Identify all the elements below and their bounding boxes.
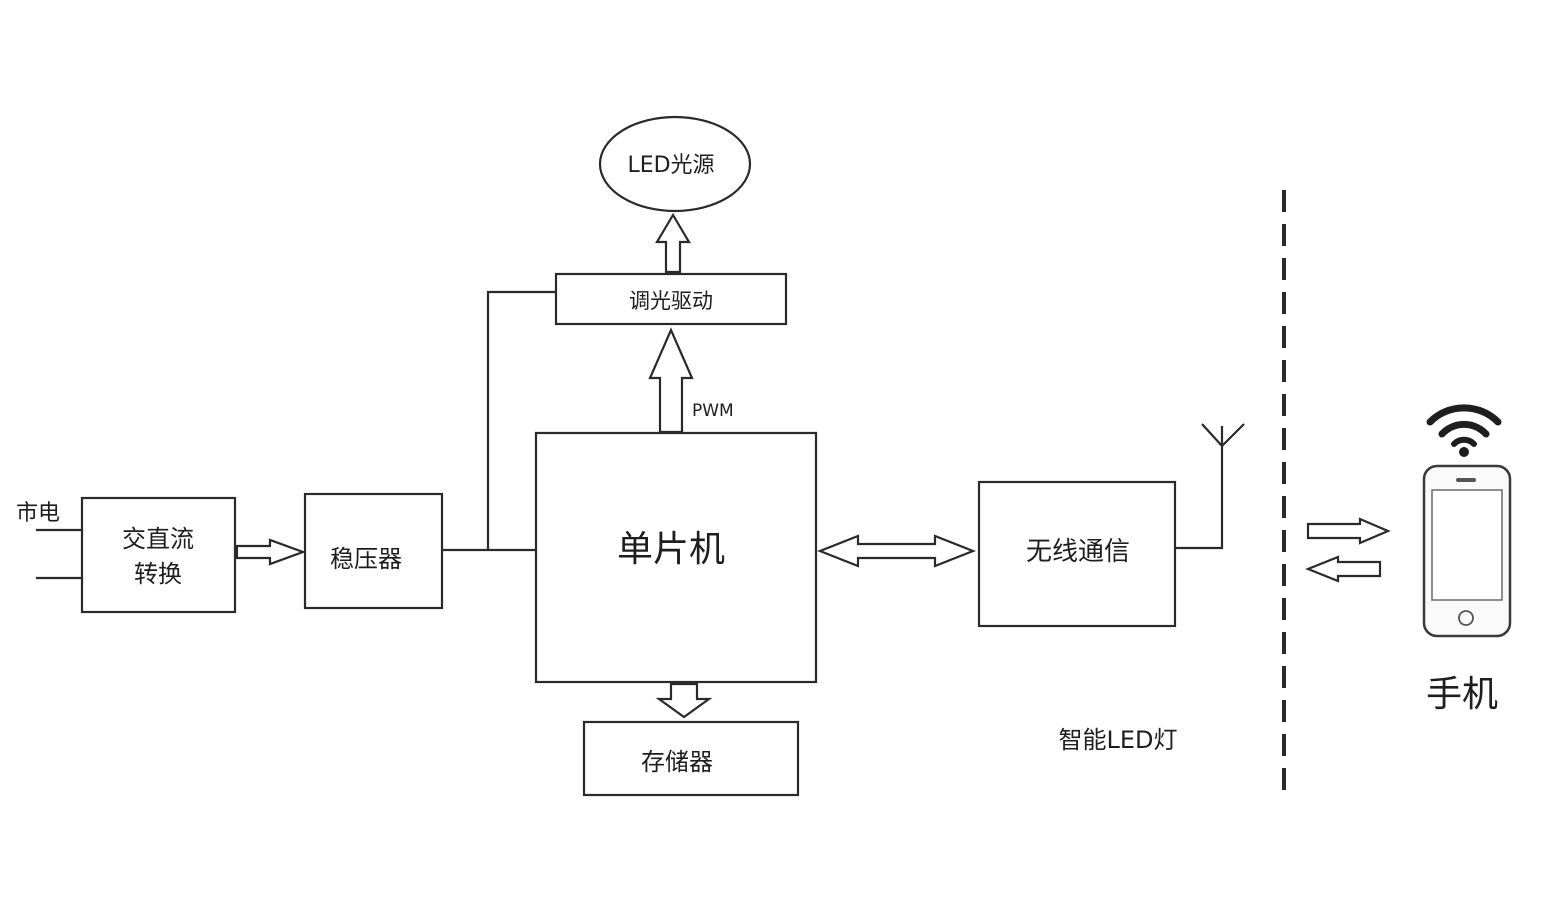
storage-label: 存储器 bbox=[641, 748, 713, 776]
wireless-block: 无线通信 bbox=[977, 480, 1177, 628]
regulator-box bbox=[303, 492, 444, 610]
phone-speaker bbox=[1456, 478, 1476, 482]
regulator-label: 稳压器 bbox=[330, 545, 402, 573]
arrow-mcu-wireless-bidirectional bbox=[817, 534, 976, 568]
regulator-block: 稳压器 bbox=[303, 492, 444, 610]
arrow-driver-to-led bbox=[655, 212, 691, 274]
antenna-left-arm bbox=[1201, 423, 1223, 447]
ac-dc-label-line2: 转换 bbox=[134, 560, 182, 588]
arrow-mcu-to-storage bbox=[655, 682, 713, 719]
mcu-box bbox=[534, 431, 818, 684]
dimming-driver-label: 调光驱动 bbox=[629, 289, 713, 313]
arrow-acdc-to-regulator bbox=[235, 538, 307, 566]
wifi-dot bbox=[1459, 447, 1469, 457]
led-source-ellipse bbox=[598, 115, 752, 213]
wireless-label: 无线通信 bbox=[1026, 537, 1130, 567]
mains-label: 市电 bbox=[16, 501, 60, 526]
antenna-right-arm bbox=[1221, 423, 1245, 447]
ac-dc-converter-block: 交直流 转换 bbox=[80, 496, 237, 614]
dimming-driver-block: 调光驱动 bbox=[554, 272, 788, 326]
mains-input: 市电 bbox=[16, 501, 82, 580]
wifi-icon bbox=[1426, 404, 1502, 457]
led-source-label: LED光源 bbox=[627, 153, 714, 178]
phone-screen bbox=[1431, 489, 1503, 601]
arrow-from-phone bbox=[1305, 555, 1382, 583]
arrow-mcu-to-driver-pwm bbox=[648, 327, 694, 434]
smart-led-label: 智能LED灯 bbox=[1058, 726, 1177, 754]
ac-dc-label-line1: 交直流 bbox=[122, 525, 194, 553]
antenna-icon bbox=[1175, 423, 1245, 550]
phone-home-button bbox=[1458, 610, 1474, 626]
mcu-label: 单片机 bbox=[617, 529, 725, 570]
wire-power-to-dimming-driver bbox=[486, 290, 556, 550]
pwm-label: PWM bbox=[692, 401, 734, 421]
storage-box bbox=[582, 720, 800, 797]
mcu-block: 单片机 bbox=[534, 431, 818, 684]
arrow-to-phone bbox=[1306, 517, 1391, 545]
wireless-box bbox=[977, 480, 1177, 628]
wifi-arc-middle bbox=[1438, 420, 1490, 438]
phone-label: 手机 bbox=[1426, 674, 1498, 715]
wifi-arc-outer bbox=[1426, 404, 1502, 426]
dimming-driver-box bbox=[554, 272, 788, 326]
antenna-feed-wire bbox=[1175, 426, 1224, 550]
storage-block: 存储器 bbox=[582, 720, 800, 797]
wifi-arc-inner bbox=[1451, 436, 1477, 447]
ac-dc-converter-box bbox=[80, 496, 237, 614]
smartphone-icon bbox=[1422, 464, 1512, 638]
led-source-block: LED光源 bbox=[598, 115, 752, 213]
